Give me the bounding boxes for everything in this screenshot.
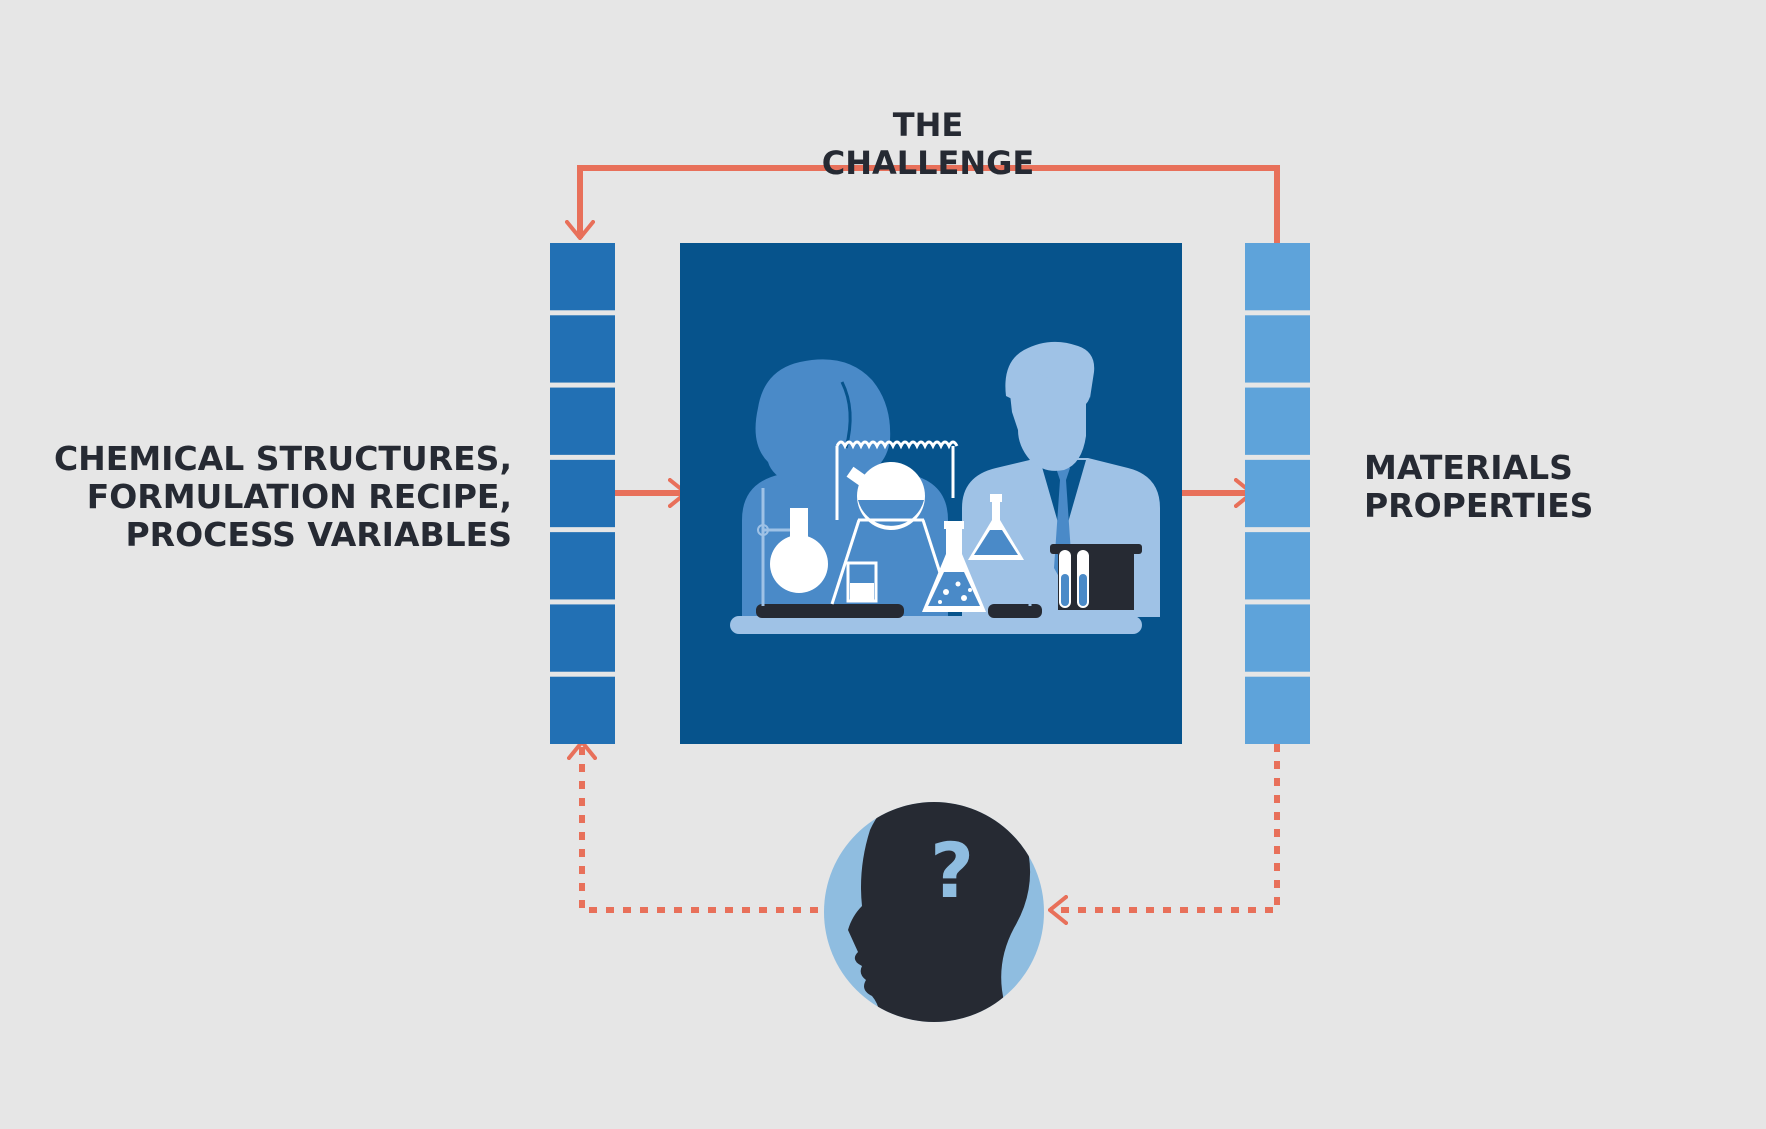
thinker-to-input-dashed-arrow xyxy=(582,742,818,913)
output-to-thinker-dashed-arrow xyxy=(1050,744,1280,910)
output-column-cell xyxy=(1245,243,1310,311)
question-mark-icon: ? xyxy=(930,826,974,915)
output-column xyxy=(1245,243,1310,744)
round-flask-icon xyxy=(757,488,828,606)
stand-base-right xyxy=(988,604,1042,618)
input-column-cell xyxy=(550,676,615,744)
lab-illustration xyxy=(680,243,1182,744)
input-column-cell xyxy=(550,604,615,672)
output-column-cell xyxy=(1245,532,1310,600)
input-column-cell xyxy=(550,243,615,311)
outputs-label: MATERIALS PROPERTIES xyxy=(1364,449,1593,525)
challenge-title: THE CHALLENGE xyxy=(821,106,1035,182)
input-column-cell xyxy=(550,459,615,528)
inputs-label-line: FORMULATION RECIPE, xyxy=(86,477,512,516)
input-column xyxy=(550,243,615,744)
challenge-loop-arrow xyxy=(580,165,1280,243)
inputs-label-line: PROCESS VARIABLES xyxy=(125,515,512,554)
input-column-cell xyxy=(550,315,615,383)
inputs-label: CHEMICAL STRUCTURES, FORMULATION RECIPE,… xyxy=(54,440,512,554)
output-column-cell xyxy=(1245,315,1310,383)
input-column-cell xyxy=(550,532,615,600)
conical-flask-icon xyxy=(968,492,1036,606)
output-column-cell xyxy=(1245,604,1310,672)
input-column-cell xyxy=(550,387,615,455)
output-column-cell xyxy=(1245,387,1310,455)
outputs-label-line: PROPERTIES xyxy=(1364,486,1594,525)
test-tube-rack-icon xyxy=(1050,544,1142,610)
stand-base-left xyxy=(756,604,904,618)
lab-bench xyxy=(730,616,1142,634)
output-column-cell xyxy=(1245,676,1310,744)
inputs-label-line: CHEMICAL STRUCTURES, xyxy=(53,439,512,478)
thinker-head-icon: ? xyxy=(824,802,1044,1022)
tripod-flask-icon xyxy=(830,440,959,605)
output-column-cell xyxy=(1245,459,1310,528)
erlenmeyer-flask-icon xyxy=(922,521,986,612)
outputs-label-line: MATERIALS xyxy=(1364,448,1573,487)
beaker-icon xyxy=(846,561,878,603)
